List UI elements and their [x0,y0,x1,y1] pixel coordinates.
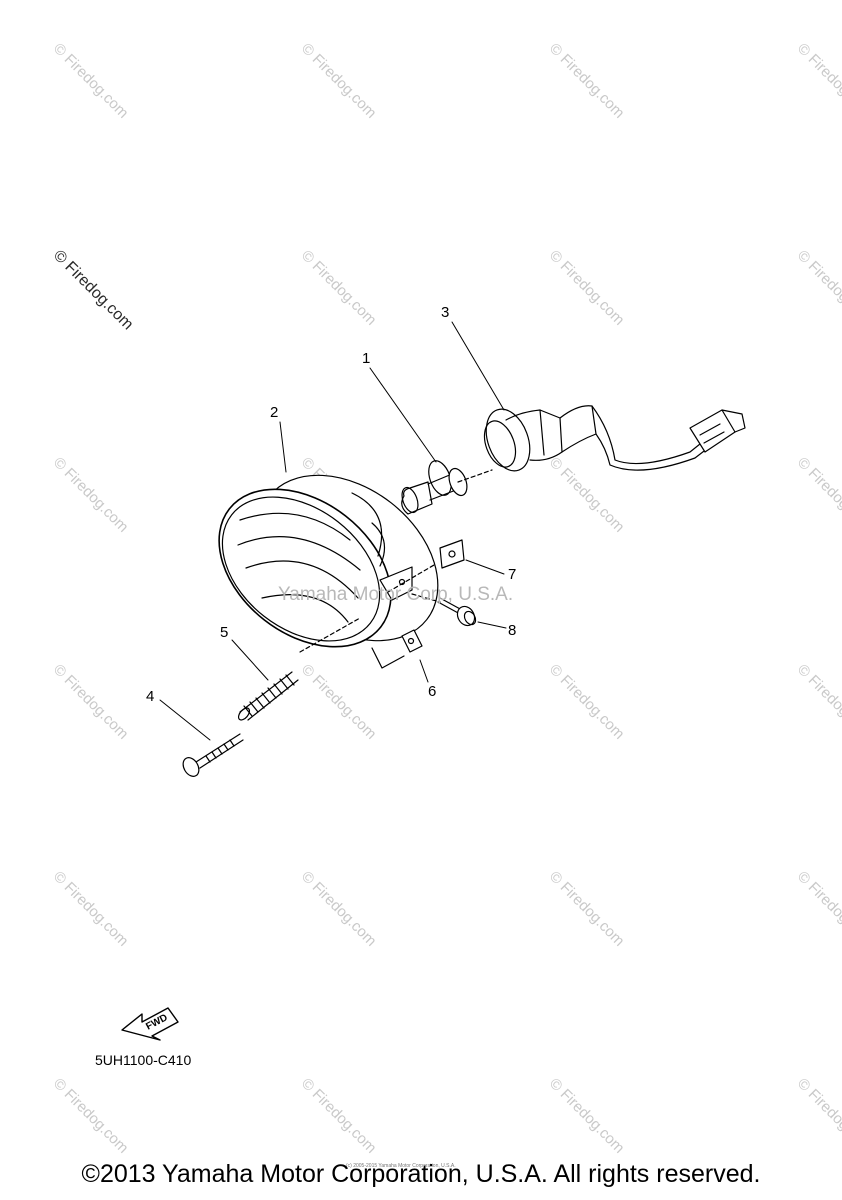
clip-nut [439,539,465,569]
callout-2: 2 [270,404,279,421]
bulb [401,460,468,515]
bolt [437,597,477,627]
center-watermark: Yamaha Motor Corp, U.S.A. [278,584,514,605]
callout-3: 3 [441,304,450,321]
copyright-footer: ©2013 Yamaha Motor Corporation, U.S.A. A… [81,1160,761,1188]
callout-1: 1 [362,350,371,367]
callout-8: 8 [508,622,517,639]
callout-6: 6 [428,683,437,700]
tiny-copyright-note: (c) 2005-2015 Yamaha Motor Corporation, … [346,1163,456,1169]
nut [401,629,423,653]
part-code: 5UH1100-C410 [95,1052,192,1068]
callout-5: 5 [220,624,229,641]
headlight-housing [218,474,439,648]
fwd-arrow-icon: FWD [121,1007,179,1041]
callout-4: 4 [146,688,155,705]
bulb-socket [483,405,746,472]
callout-7: 7 [508,566,517,583]
spring [237,671,299,721]
screw [182,733,244,777]
